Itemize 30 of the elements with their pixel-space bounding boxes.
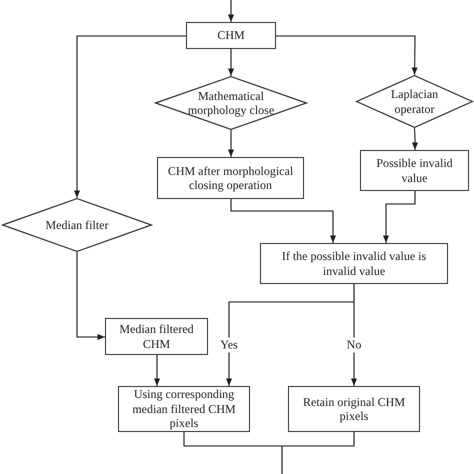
- connector-arrow: [276, 35, 418, 75]
- connector-arrow: [228, 49, 234, 76]
- node-label: Mathematical morphology close: [186, 88, 276, 118]
- node-label: Median filtered CHM: [118, 322, 195, 351]
- connector-arrow: [74, 35, 186, 198]
- node-label: CHM after morphological closing operation: [166, 164, 294, 192]
- connector-arrow: [230, 199, 336, 243]
- edge-label: No: [346, 338, 362, 352]
- node-label: Using corresponding median filtered CHM pixels: [131, 387, 237, 431]
- process-box: [288, 386, 420, 432]
- connector-arrow: [412, 128, 418, 150]
- edge-label: Yes: [219, 338, 239, 352]
- connector-arrow: [76, 252, 105, 340]
- node-label: Median filter: [46, 218, 108, 232]
- process-box: [118, 386, 250, 432]
- process-box: [186, 22, 276, 49]
- node-label: CHM: [217, 28, 245, 43]
- process-box: [360, 150, 469, 191]
- node-label: Possible invalid value: [375, 156, 454, 185]
- connector-arrow: [228, 130, 234, 157]
- process-box: [157, 157, 304, 199]
- node-label: If the possible invalid value is invalid value: [280, 249, 428, 278]
- connector-arrow: [154, 355, 160, 386]
- connector-arrow: [350, 284, 358, 386]
- node-label: Retain original CHM pixels: [302, 394, 406, 424]
- process-box: [105, 318, 208, 355]
- process-box: [260, 243, 448, 284]
- connector-arrow: [382, 191, 416, 243]
- node-label: Laplacian operator: [390, 87, 440, 116]
- arrow: [228, 0, 234, 22]
